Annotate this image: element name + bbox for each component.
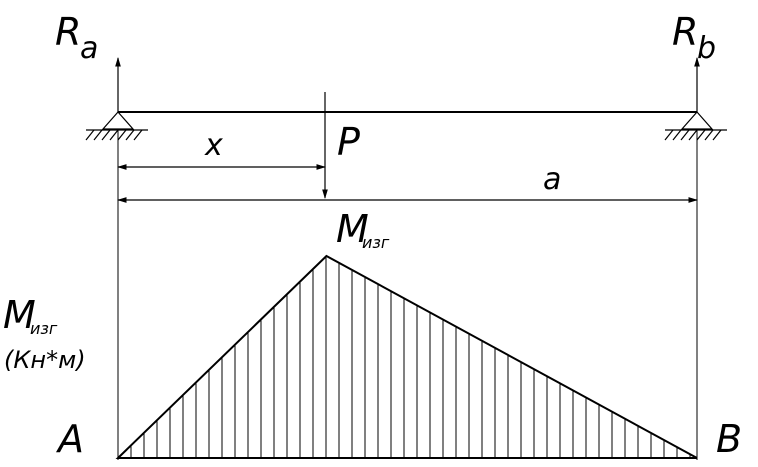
moment-hatching (130, 256, 691, 458)
ground-hatch-line (696, 129, 706, 141)
ground-hatch-line (704, 129, 714, 141)
ground-hatch-line (133, 129, 143, 141)
moment-axis-symbol: M (3, 293, 36, 337)
reaction-right-subscript: b (697, 31, 716, 66)
load-label: P (337, 120, 360, 164)
ground-hatch-line (712, 129, 722, 141)
ground-hatch-line (93, 129, 103, 141)
reaction-label-left: R a (55, 10, 98, 66)
support-left (85, 111, 148, 141)
dimension-x-label: x (204, 128, 223, 163)
reaction-label-right: R b (672, 10, 716, 66)
ground-hatch-line (672, 129, 682, 141)
moment-peak-subscript: изг (362, 233, 390, 252)
ground-hatch-line (664, 129, 674, 141)
moment-outline (115, 254, 698, 459)
reaction-left-subscript: a (80, 31, 98, 66)
ground-hatch-line (125, 129, 135, 141)
ground-hatch-line (680, 129, 690, 141)
ground-hatch-line (117, 129, 127, 141)
ground-hatch-line (85, 129, 95, 141)
ground-hatch-line (109, 129, 119, 141)
support-right (664, 111, 727, 141)
ground-hatch-line (101, 129, 111, 141)
reaction-left-symbol: R (55, 10, 81, 54)
moment-axis-unit: (Кн*м) (4, 346, 86, 374)
ground-hatch-line (688, 129, 698, 141)
moment-axis-label: M изг (Кн*м) (3, 293, 86, 374)
moment-diagram (115, 254, 698, 459)
point-a-label: A (55, 417, 84, 461)
point-b-label: B (716, 417, 742, 461)
moment-axis-subscript: изг (30, 319, 58, 338)
dimension-span-label: a (543, 162, 561, 197)
moment-peak-symbol: M (336, 207, 369, 251)
moment-peak-label: M изг (336, 207, 390, 252)
reaction-right-symbol: R (672, 10, 698, 54)
